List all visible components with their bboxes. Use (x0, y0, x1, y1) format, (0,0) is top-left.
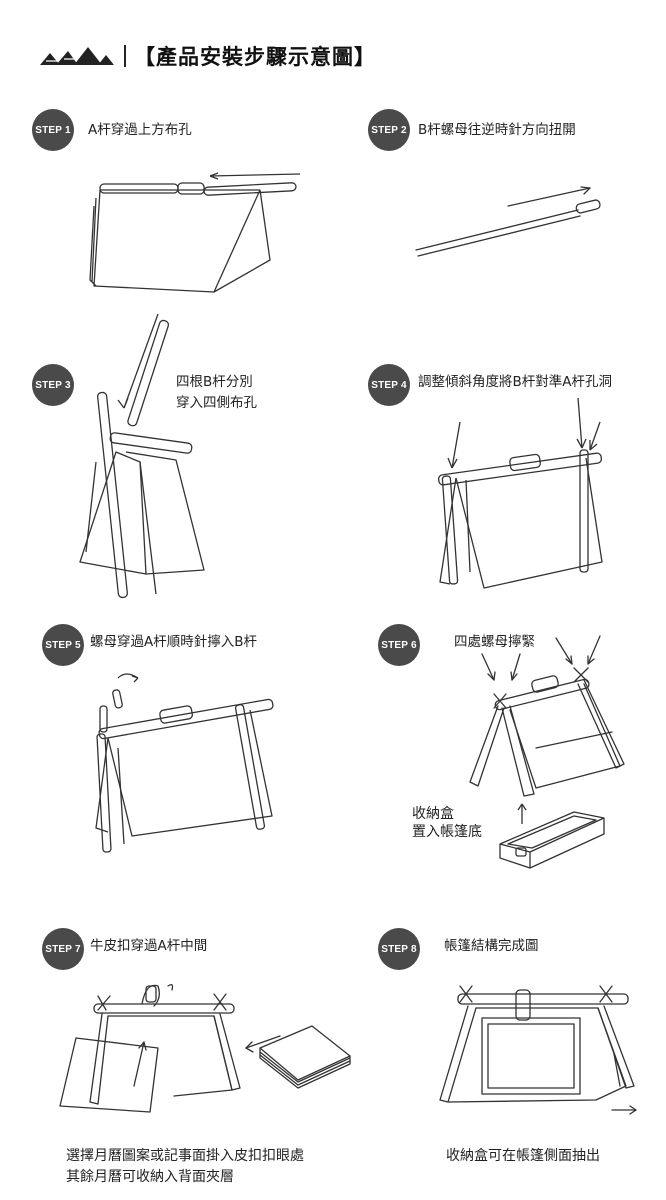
step2-badge: STEP 2 (368, 109, 410, 151)
step5-caption: 螺母穿過A杆順時針擰入B杆 (90, 634, 257, 650)
step8-caption: 帳篷結構完成圖 (444, 938, 539, 954)
footer-right: 收納盒可在帳篷側面抽出 (446, 1148, 600, 1164)
step5-illustration (88, 668, 288, 858)
step4-badge: STEP 4 (368, 364, 410, 406)
step7-caption: 牛皮扣穿過A杆中間 (90, 938, 208, 954)
footer-left-line1: 選擇月曆圖案或記事面掛入皮扣扣眼處 (66, 1148, 304, 1164)
footer-left-line2: 其餘月曆可收納入背面夾層 (66, 1169, 234, 1185)
header-divider (124, 45, 126, 67)
step1-illustration (82, 168, 312, 298)
step3-badge: STEP 3 (32, 364, 74, 406)
step6-note-line2: 置入帳篷底 (412, 824, 482, 840)
step3-caption-line1: 四根B杆分別 (176, 374, 253, 390)
step7-badge: STEP 7 (42, 928, 84, 970)
step6-caption: 四處螺母擰緊 (454, 634, 535, 650)
step8-illustration (424, 970, 638, 1120)
step7-illustration (54, 976, 354, 1116)
page-title: 【產品安裝步驟示意圖】 (134, 45, 376, 69)
step6-note-line1: 收納盒 (412, 806, 454, 822)
step6-illustration (452, 628, 632, 808)
step3-illustration (66, 312, 236, 597)
brand-logo-icon (40, 47, 114, 65)
storage-box-illustration (486, 796, 610, 876)
step3-caption-line2: 穿入四側布孔 (176, 395, 257, 411)
page-header: 【產品安裝步驟示意圖】 (38, 40, 376, 72)
step8-badge: STEP 8 (378, 928, 420, 970)
step1-caption: A杆穿過上方布孔 (88, 122, 192, 138)
step2-illustration (408, 180, 608, 260)
step4-illustration (426, 392, 616, 592)
step5-badge: STEP 5 (42, 624, 84, 666)
step6-badge: STEP 6 (378, 624, 420, 666)
step4-caption: 調整傾斜角度將B杆對準A杆孔洞 (418, 374, 612, 390)
step1-badge: STEP 1 (32, 109, 74, 151)
step2-caption: B杆螺母往逆時針方向扭開 (418, 122, 576, 138)
